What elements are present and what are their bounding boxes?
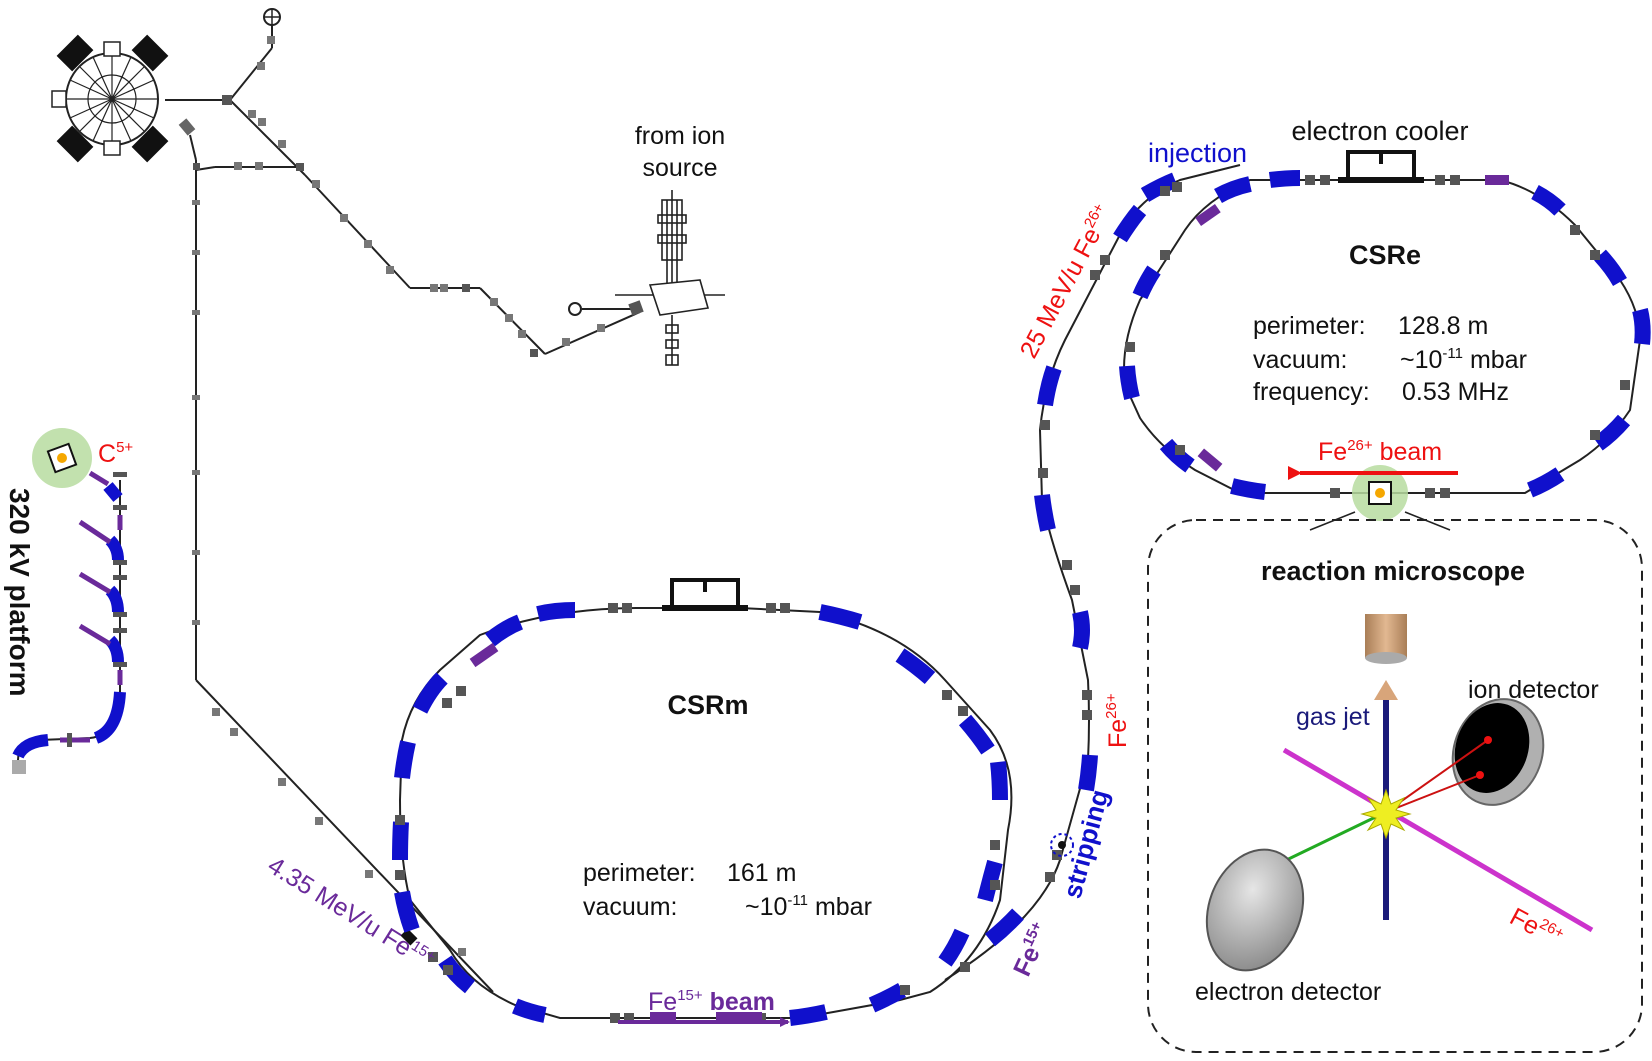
label-fe26-vert: Fe26+ xyxy=(1103,693,1132,748)
csrm-vacuum-val: ~10-11 mbar xyxy=(745,892,872,921)
label-platform: 320 kV platform xyxy=(4,488,35,697)
csrm-electron-cooler xyxy=(662,578,748,611)
csrm-beam-label: Fe15+ beam xyxy=(648,987,775,1016)
label-injection: injection xyxy=(1148,138,1247,168)
label-csre: CSRe xyxy=(1349,240,1421,270)
csrm-ring xyxy=(392,578,1013,1026)
label-from-ion-source-1: from ion xyxy=(635,122,725,150)
ion-source xyxy=(615,190,725,366)
csrm-perimeter-key: perimeter: xyxy=(583,859,696,887)
label-from-ion-source-2: source xyxy=(642,154,717,182)
beamline-elements xyxy=(178,36,644,956)
csre-beam-label: Fe26+ beam xyxy=(1318,437,1442,466)
label-c5: C5+ xyxy=(98,439,133,468)
csre-freq-val: 0.53 MHz xyxy=(1402,378,1509,406)
csrm-perimeter-val: 161 m xyxy=(727,859,796,887)
csre-vacuum-val: ~10-11 mbar xyxy=(1400,345,1527,374)
csre-vacuum-key: vacuum: xyxy=(1253,346,1347,374)
label-electron-cooler: electron cooler xyxy=(1291,116,1468,146)
label-ion-detector: ion detector xyxy=(1468,676,1599,704)
transfer-line xyxy=(944,164,1241,981)
reaction-microscope-inset xyxy=(1147,519,1643,1053)
csre-perimeter-val: 128.8 m xyxy=(1398,312,1488,340)
csrm-vacuum-key: vacuum: xyxy=(583,893,677,921)
label-csrm: CSRm xyxy=(667,690,748,720)
csre-perimeter-key: perimeter: xyxy=(1253,312,1366,340)
label-reaction-microscope: reaction microscope xyxy=(1261,556,1525,586)
label-gas-jet: gas jet xyxy=(1296,703,1370,731)
label-electron-detector: electron detector xyxy=(1195,978,1381,1006)
csre-freq-key: frequency: xyxy=(1253,378,1370,406)
csre-ring xyxy=(1119,150,1651,531)
platform-beamline xyxy=(12,428,127,774)
csre-electron-cooler xyxy=(1338,150,1424,183)
target-station xyxy=(51,8,582,316)
